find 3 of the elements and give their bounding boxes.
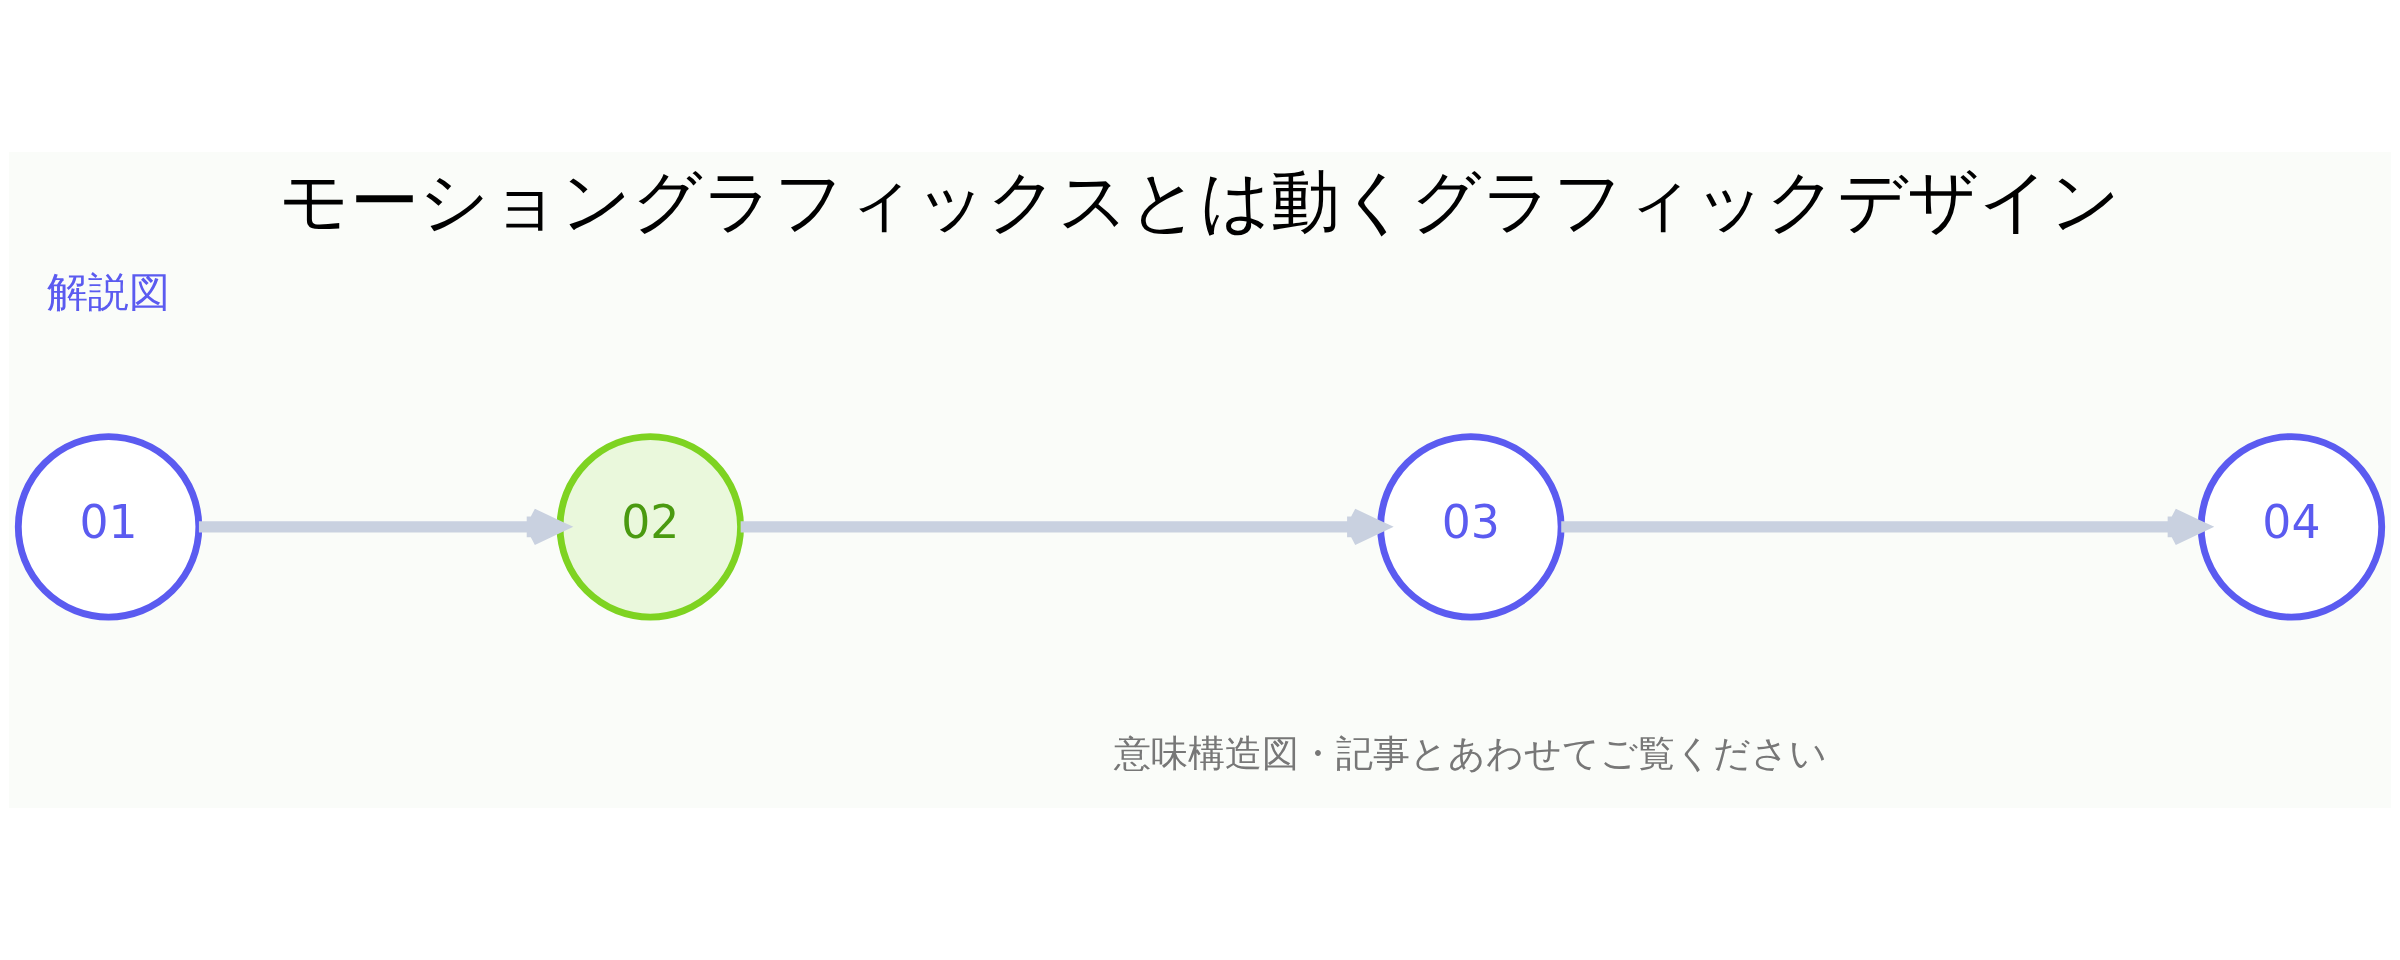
label: 解説図 [47,268,171,317]
caption: 意味構造図・記事とあわせてご覧ください [1114,732,1828,776]
diagram-title: モーショングラフィックスとは動くグラフィックデザイン [279,161,2121,242]
